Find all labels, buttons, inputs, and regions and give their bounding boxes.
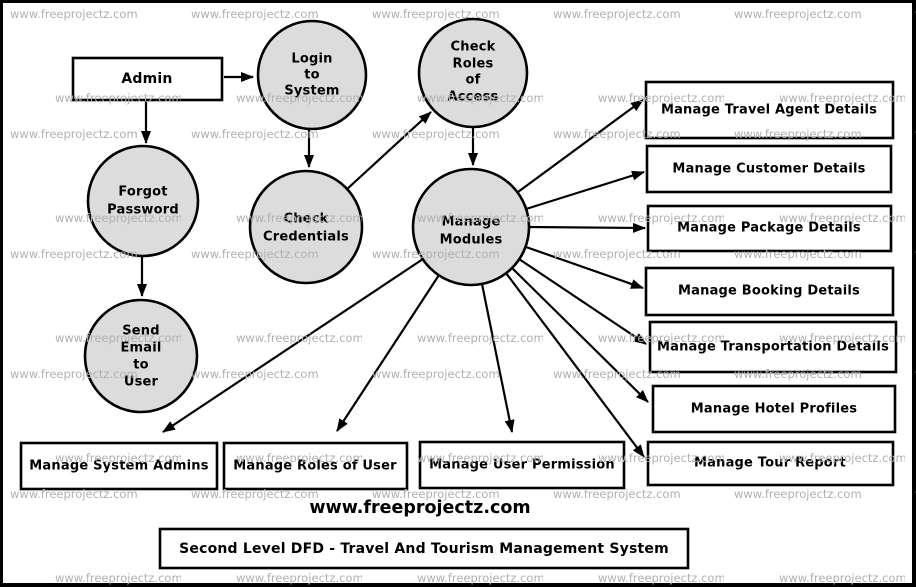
arrow-modules-to-user-permission: [480, 283, 515, 433]
arrow-modules-to-system-admins: [162, 258, 424, 433]
arrow-modules-to-tour: [505, 272, 645, 458]
process-login-label-line2: to: [304, 68, 320, 83]
hotel-label: Manage Hotel Profiles: [691, 402, 857, 417]
process-check-roles-label-line3: of: [466, 73, 481, 88]
arrow-modules-to-package: [528, 222, 646, 233]
transportation-label: Manage Transportation Details: [657, 340, 889, 355]
process-send-email-label-line1: Send: [122, 324, 160, 339]
arrow-modules-to-customer: [525, 170, 645, 211]
process-login-label-line1: Login: [291, 52, 332, 67]
package-label: Manage Package Details: [677, 221, 861, 236]
arrow-modules-to-transportation: [518, 258, 647, 345]
process-check-credentials-label-line1: Check: [284, 212, 329, 227]
arrow-modules-to-booking: [525, 245, 644, 290]
travel-agent-label: Manage Travel Agent Details: [661, 103, 877, 118]
process-forgot-password: [86, 144, 200, 258]
process-send-email-label-line2: Email: [120, 341, 161, 356]
data-flow-arrows: [137, 72, 649, 458]
process-send-email-to-user: [83, 298, 199, 414]
arrow-modules-to-roles-of-user: [336, 274, 440, 432]
process-check-roles-label-line4: Access: [448, 90, 499, 105]
process-check-roles-label-line1: Check: [451, 40, 496, 55]
process-forgot-password-label-line1: Forgot: [118, 185, 167, 200]
booking-label: Manage Booking Details: [678, 284, 860, 299]
system-admins-label: Manage System Admins: [29, 459, 208, 474]
process-send-email-label-line4: User: [124, 375, 159, 390]
customer-label: Manage Customer Details: [672, 162, 865, 177]
process-check-roles-label-line2: Roles: [453, 57, 494, 72]
user-permission-label: Manage User Permission: [429, 458, 615, 473]
tour-label: Manage Tour Report: [694, 456, 846, 471]
diagram-title: Second Level DFD - Travel And Tourism Ma…: [179, 541, 669, 557]
process-check-credentials-label-line2: Credentials: [263, 230, 349, 245]
process-login-label-line3: System: [284, 84, 339, 99]
process-check-credentials: [248, 169, 364, 285]
roles-of-user-label: Manage Roles of User: [233, 459, 397, 474]
arrow-check-credentials-to-check-roles: [345, 111, 432, 191]
process-manage-modules-label-line2: Modules: [440, 233, 503, 248]
process-send-email-label-line3: to: [133, 358, 149, 373]
arrow-modules-to-hotel: [511, 267, 649, 403]
process-forgot-password-label-line2: Password: [107, 203, 179, 218]
entity-admin-label: Admin: [121, 71, 172, 87]
website-url-text: www.freeprojectz.com: [309, 498, 530, 518]
process-manage-modules-label-line1: Manage: [441, 215, 500, 230]
